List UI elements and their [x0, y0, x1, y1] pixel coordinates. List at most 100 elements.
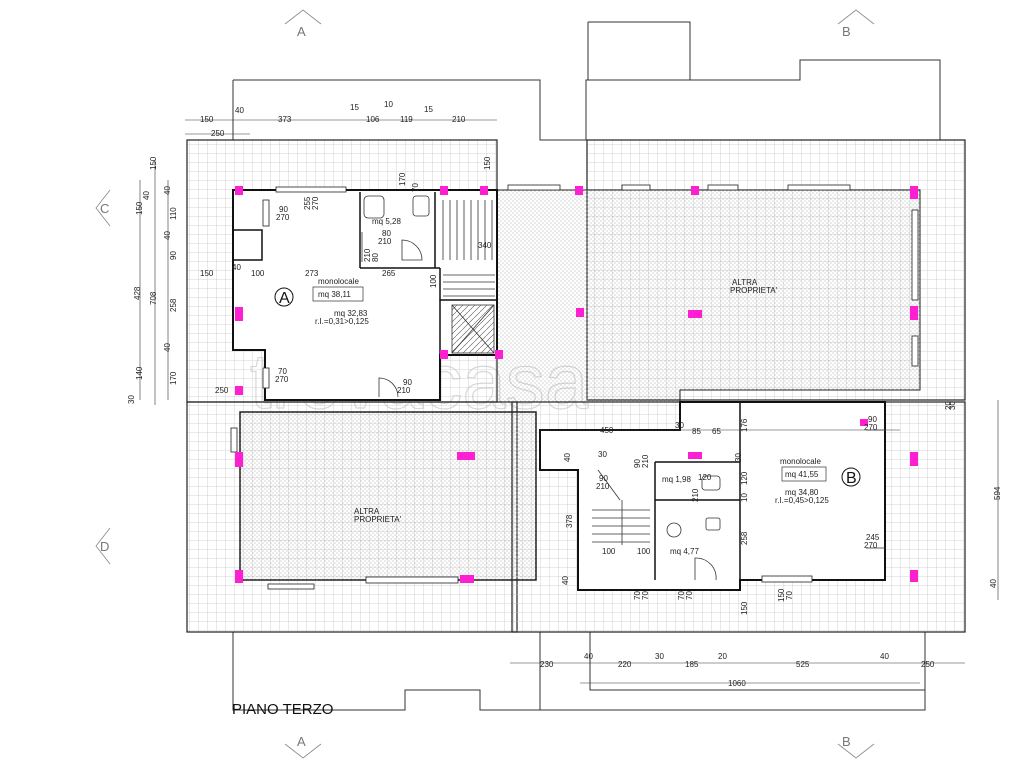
- dim-b-misc-3: 90: [599, 474, 608, 483]
- dim-top-2: 40: [235, 106, 244, 115]
- dim-left-14: 30: [127, 395, 136, 404]
- dim-a-misc-15: 250: [215, 386, 229, 395]
- dim-bottom-6: 20: [718, 652, 727, 661]
- dim-right-4: 40: [989, 579, 998, 588]
- dim-left-9: 708: [149, 291, 158, 305]
- dim-left-7: 90: [169, 251, 178, 260]
- structural-columns: [235, 186, 918, 583]
- unit-b-bath2-area: mq 4,77: [670, 547, 699, 556]
- dim-a-misc-3: 255: [303, 196, 312, 210]
- unit-a-stair: [442, 200, 495, 354]
- dim-left-4: 40: [163, 186, 172, 195]
- dim-b-misc-12: 378: [565, 514, 574, 528]
- dim-b-misc-8: 210: [691, 488, 700, 502]
- section-marker-top-b: [837, 9, 875, 25]
- dim-b-misc-2: 30: [598, 450, 607, 459]
- unit-a-bath-area: mq 5,28: [372, 217, 401, 226]
- unit-b-internal-walls: [654, 402, 741, 580]
- dim-b-misc-4: 210: [596, 482, 610, 491]
- dim-b-misc-15: 258: [740, 531, 749, 545]
- windows: [230, 184, 919, 590]
- dim-b-misc-7: 120: [698, 473, 712, 482]
- dim-a-row-4: 273: [305, 269, 319, 278]
- dim-a-misc-8: 340: [478, 241, 492, 250]
- dim-a-row-3: 100: [251, 269, 265, 278]
- dim-b-misc-10: 120: [740, 471, 749, 485]
- dim-left-1: 150: [149, 156, 158, 170]
- section-marker-top-a: [284, 9, 322, 25]
- dim-left-12: 140: [135, 366, 144, 380]
- dim-b-misc-18: 270: [864, 541, 878, 550]
- dim-right-1: 30: [948, 401, 957, 410]
- dim-left-2: 40: [142, 191, 151, 200]
- unit-b-bathroom-fixtures: [666, 475, 721, 581]
- outer-outline: [232, 21, 941, 711]
- dim-b-misc-9: 30: [734, 453, 743, 462]
- dim-a-misc-4: 270: [311, 196, 320, 210]
- dim-left-10: 258: [169, 298, 178, 312]
- dim-b-misc-13: 100: [602, 547, 616, 556]
- dim-a-misc-11: 210: [363, 248, 372, 262]
- section-label-left-d: D: [100, 539, 109, 554]
- dim-b-misc-11: 10: [740, 493, 749, 502]
- unit-a-internal-walls: [233, 192, 497, 355]
- dim-top-8: 15: [424, 105, 433, 114]
- dim-left-13: 170: [169, 371, 178, 385]
- dim-a-misc-7: 150: [483, 156, 492, 170]
- dim-a-misc-5: 170: [398, 172, 407, 186]
- dim-a-misc-17: 210: [397, 386, 411, 395]
- dim-b-misc-19: 70: [633, 591, 642, 600]
- other-property-label-3: ALTRA: [354, 507, 380, 516]
- dim-left-3: 150: [135, 201, 144, 215]
- unit-b-area2: mq 34,80: [785, 488, 819, 497]
- dim-a-row-2: 40: [232, 263, 241, 272]
- unit-a-area: mq 38,11: [318, 290, 351, 299]
- unit-a-ratio: r.I.=0,31>0,125: [315, 317, 369, 326]
- dim-a-misc-2: 270: [276, 213, 290, 222]
- unit-b-ratio: r.I.=0,45>0,125: [775, 496, 829, 505]
- dim-b-misc-25: 150: [740, 601, 749, 615]
- dim-b-top-5: 176: [740, 418, 749, 432]
- unit-a-area2: mq 32,83: [334, 309, 368, 318]
- dim-top-1: 150: [200, 115, 214, 124]
- section-marker-left-c: [95, 189, 111, 227]
- dim-left-11: 40: [163, 343, 172, 352]
- dim-bottom-1: 230: [540, 660, 554, 669]
- drawing-title: PIANO TERZO: [232, 701, 333, 718]
- unit-b-bath1-area: mq 1,98: [662, 475, 691, 484]
- dim-right-2: 20: [944, 401, 953, 410]
- other-property-label-1: ALTRA: [732, 278, 758, 287]
- unit-a-door-swing: [378, 377, 399, 398]
- dim-a-row-5: 265: [382, 269, 396, 278]
- dim-b-top-1: 450: [600, 426, 614, 435]
- dim-a-misc-13: 70: [278, 367, 287, 376]
- unit-b-stair: [592, 469, 650, 545]
- dim-a-misc-14: 270: [275, 375, 289, 384]
- section-marker-bottom-a: [284, 743, 322, 759]
- dim-bottom-4: 30: [655, 652, 664, 661]
- dim-a-misc-10: 210: [378, 237, 392, 246]
- section-marker-left-d: [95, 527, 111, 565]
- dim-b-misc-14: 100: [637, 547, 651, 556]
- dim-right-3: 594: [993, 486, 1002, 500]
- dim-b-misc-6: 210: [641, 454, 650, 468]
- dim-b-misc-21: 70: [677, 591, 686, 600]
- unit-b-letter: B: [846, 470, 857, 487]
- unit-b-type: monolocale: [780, 457, 821, 466]
- dim-b-misc-23: 150: [777, 588, 786, 602]
- dim-bottom-2: 40: [584, 652, 593, 661]
- other-property-label-4: PROPRIETA': [354, 515, 402, 524]
- section-label-bottom-a: A: [297, 734, 306, 749]
- dim-left-6: 40: [163, 231, 172, 240]
- dim-top-10: 250: [211, 129, 225, 138]
- dim-b-top-3: 85: [692, 427, 701, 436]
- dim-top-4: 15: [350, 103, 359, 112]
- dim-a-misc-12: 80: [371, 253, 380, 262]
- dim-top-3: 373: [278, 115, 292, 124]
- dim-left-8: 428: [133, 286, 142, 300]
- dim-left-5: 110: [169, 207, 178, 220]
- dim-bottom-8: 40: [880, 652, 889, 661]
- dimension-lines: [139, 119, 999, 684]
- dim-b-misc-5: 90: [633, 459, 642, 468]
- unit-a-type: monolocale: [318, 277, 359, 286]
